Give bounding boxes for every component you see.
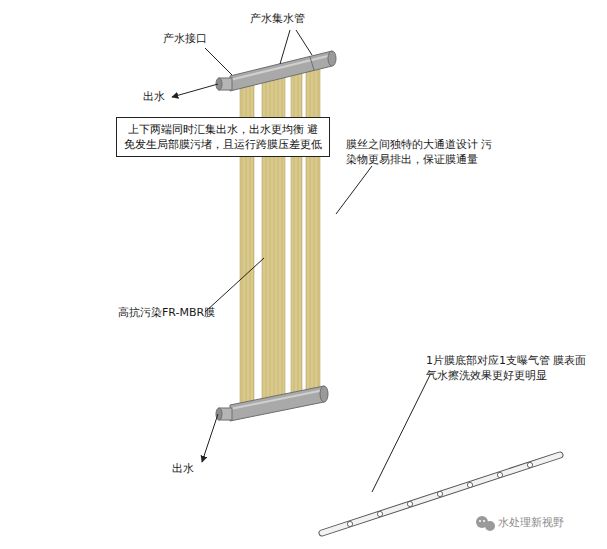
watermark-icon [476,516,495,531]
membrane-strips [240,60,320,415]
callout-label: 产水集水管 [250,12,305,27]
callout-label: 膜丝之间独特的大通道设计 污染物更易排出，保证膜通量 [346,138,494,168]
callout-label: 1片膜底部对应1支曝气管 膜表面气水擦洗效果更好更明显 [426,354,594,384]
leader-lines [172,30,430,492]
note-text: 上下两端同时汇集出水，出水更均衡 避免发生局部膜污堵，且运行跨膜压差更低 [123,122,323,152]
callout-label: 出水 [172,462,194,477]
watermark: 水处理新视野 [498,516,564,531]
callout-label: 出水 [143,90,165,105]
top-collector-pipe [216,51,336,91]
note-box: 上下两端同时汇集出水，出水更均衡 避免发生局部膜污堵，且运行跨膜压差更低 [116,117,330,157]
bottom-collector-pipe [216,386,328,421]
callout-label: 产水接口 [163,32,207,47]
callout-label: 高抗污染FR-MBR膜 [118,306,215,321]
